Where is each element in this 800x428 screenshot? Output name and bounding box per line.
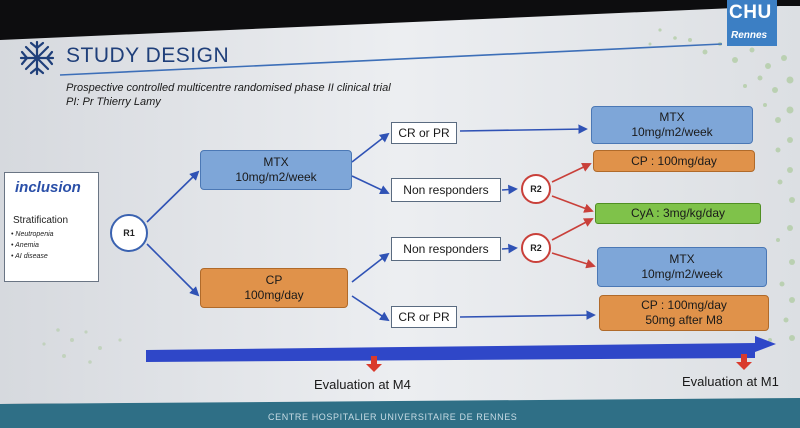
arm-cp-line2: 100mg/day [244, 288, 304, 302]
strat-item-label: Anemia [15, 242, 39, 249]
arrow-crpr-mtx-top [459, 124, 588, 134]
randomisation-r2-top: R2 [521, 174, 551, 204]
arm-cp-line1: CP [265, 273, 283, 287]
outcome-mtx-bottom-line1: MTX [669, 252, 695, 266]
arm-mtx-box: MTX 10mg/m2/week [200, 150, 352, 190]
outcome-cp-top-box: CP : 100mg/day [593, 150, 755, 172]
arrow-mtx-crpr [351, 132, 390, 163]
arrow-r1-mtx [146, 170, 200, 223]
arrow-cp-crpr [351, 295, 390, 322]
arm-cp-box: CP 100mg/day [200, 268, 348, 308]
footer-band [0, 398, 800, 428]
subtitle-line1: Prospective controlled multicentre rando… [66, 82, 391, 94]
decor-dots-left [42, 328, 122, 364]
outcome-mtx-top-line2: 10mg/m2/week [631, 125, 713, 139]
arrow-crpr-cp-bottom [459, 310, 596, 320]
outcome-cp-bottom-box: CP : 100mg/day 50mg after M8 [599, 295, 769, 331]
inclusion-box: inclusion Stratification • Neutropenia •… [4, 172, 99, 282]
arm-mtx-line1: MTX [263, 155, 289, 169]
arrow-r2bottom-mtx [551, 252, 596, 269]
arrow-r2bottom-cya [551, 218, 594, 241]
arrow-nonresp-r2-bottom [501, 243, 518, 254]
timeline-arrow [146, 336, 776, 362]
cr-pr-top-box: CR or PR [391, 122, 457, 144]
arm-mtx-line2: 10mg/m2/week [235, 170, 317, 184]
arrow-r2top-cp [551, 162, 592, 183]
arrow-nonresp-r2-top [501, 184, 518, 195]
arrow-cp-nonresp [351, 252, 390, 283]
strat-item-neutropenia: • Neutropenia [11, 231, 54, 238]
randomisation-r1: R1 [110, 214, 148, 252]
strat-item-ai-disease: • AI disease [11, 253, 48, 260]
outcome-mtx-bottom-line2: 10mg/m2/week [641, 267, 723, 281]
chu-logo [727, 0, 777, 46]
eval-m1-marker [736, 354, 752, 370]
footer-text: CENTRE HOSPITALIER UNIVERSITAIRE DE RENN… [268, 412, 518, 422]
cr-pr-bottom-box: CR or PR [391, 306, 457, 328]
outcome-mtx-top-box: MTX 10mg/m2/week [591, 106, 753, 144]
outcome-mtx-bottom-box: MTX 10mg/m2/week [597, 247, 767, 287]
arrow-r2top-cya [551, 195, 594, 213]
page-title: STUDY DESIGN [66, 44, 230, 67]
inclusion-title: inclusion [15, 179, 81, 196]
outcome-cp-bottom-line2: 50mg after M8 [645, 313, 723, 327]
outcome-mtx-top-line1: MTX [659, 110, 685, 124]
subtitle-line2: PI: Pr Thierry Lamy [66, 96, 161, 108]
decor-dots [648, 28, 795, 342]
outcome-cya-box: CyA : 3mg/kg/day [595, 203, 761, 224]
header-rule [59, 43, 723, 76]
non-responders-bottom-box: Non responders [391, 237, 501, 261]
outcome-cp-bottom-line1: CP : 100mg/day [641, 298, 727, 312]
strat-item-anemia: • Anemia [11, 242, 39, 249]
logo-snowflake-icon [19, 40, 55, 76]
arrow-mtx-nonresp [351, 175, 390, 195]
eval-m1-label: Evaluation at M1 [682, 374, 779, 389]
stratification-label: Stratification [13, 215, 69, 226]
non-responders-top-box: Non responders [391, 178, 501, 202]
eval-m4-marker [366, 356, 382, 372]
strat-item-label: AI disease [15, 253, 48, 260]
logo-rennes-text: Rennes [731, 30, 768, 41]
logo-chu-text: CHU [729, 2, 772, 23]
strat-item-label: Neutropenia [15, 231, 54, 238]
arrow-r1-cp [146, 243, 200, 297]
randomisation-r2-bottom: R2 [521, 233, 551, 263]
eval-m4-label: Evaluation at M4 [314, 377, 411, 392]
